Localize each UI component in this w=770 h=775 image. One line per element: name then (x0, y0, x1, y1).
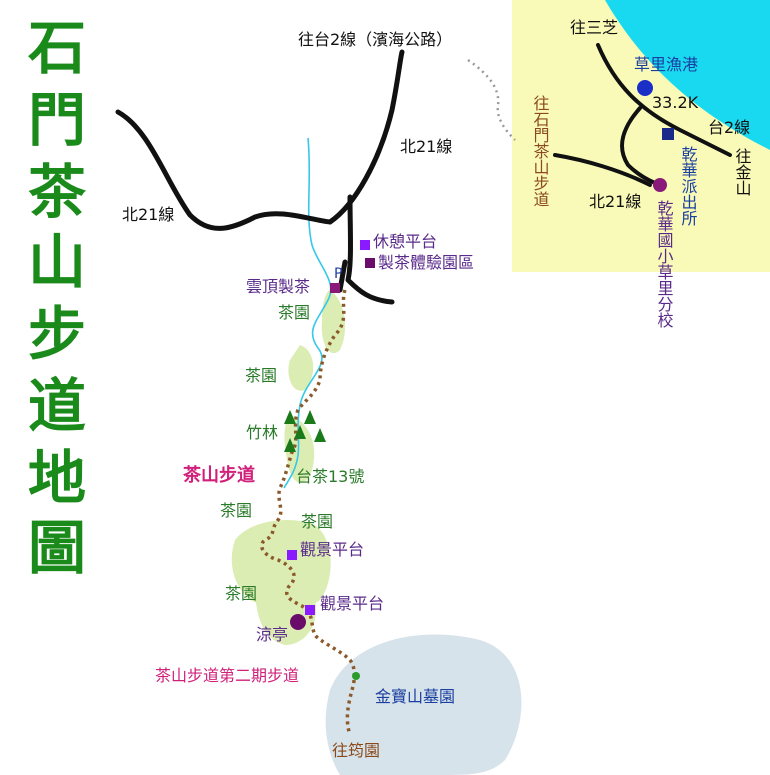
label-tea-garden-1: 茶園 (278, 303, 310, 322)
police-marker (662, 128, 674, 140)
title-char: 圖 (28, 514, 86, 582)
label-parking: P (334, 266, 342, 282)
label-caoli-port: 草里漁港 (634, 55, 698, 74)
title-char: 步 (28, 300, 86, 368)
label-cemetery: 金寶山墓園 (375, 687, 455, 706)
road-label-tai2: 台2線 (708, 118, 750, 137)
label-bamboo: 竹林 (246, 423, 278, 442)
title-char: 道 (28, 372, 86, 440)
label-viewing-platform-1: 觀景平台 (300, 540, 364, 559)
stream (283, 137, 332, 489)
map-title: 石 門 茶 山 步 道 地 圖 (28, 14, 87, 582)
inset-roads (553, 43, 732, 187)
label-viewing-platform-2: 觀景平台 (320, 594, 384, 613)
pavilion-marker (290, 614, 306, 630)
label-trailhead-phase2: 茶山步道第二期步道 (155, 666, 299, 685)
roads (115, 49, 405, 305)
viewing-platform-1-marker (287, 550, 297, 560)
title-char: 門 (28, 86, 86, 154)
road-label-bei21-left: 北21線 (122, 205, 174, 224)
label-tea-experience: 製茶體驗園區 (378, 253, 474, 272)
tea-experience-marker (365, 258, 375, 268)
trail-path (260, 289, 357, 736)
cemetery-area (325, 634, 522, 775)
label-tai-cha: 台茶13號 (296, 467, 364, 486)
label-school: 乾華國小草里分校 (655, 200, 674, 328)
rest-platform-marker (360, 240, 370, 250)
label-rest-platform: 休憩平台 (373, 232, 437, 251)
label-tea-garden-5: 茶園 (225, 584, 257, 603)
label-to-jinshan: 往金山 (733, 148, 752, 196)
school-marker (653, 178, 667, 192)
label-tea-garden-3: 茶園 (220, 501, 252, 520)
title-char: 山 (28, 228, 86, 296)
label-yunding-tea: 雲頂製茶 (246, 277, 310, 296)
yunding-tea-marker (330, 283, 340, 293)
trail-name-label: 茶山步道 (183, 464, 255, 486)
tea-garden-areas (231, 290, 346, 645)
coastal-connector (467, 58, 516, 141)
label-to-sanzhi: 往三芝 (570, 18, 618, 37)
sea-area (605, 0, 770, 150)
harbor-marker (637, 80, 653, 96)
road-label-bei21-inset: 北21線 (589, 192, 641, 211)
bamboo-trees (284, 410, 326, 452)
trail-junction-marker (352, 672, 360, 680)
label-police-station: 乾華派出所 (679, 146, 698, 226)
title-char: 茶 (28, 158, 87, 226)
label-tea-garden-4: 茶園 (301, 512, 333, 531)
road-label-bei21-top: 北21線 (400, 137, 452, 156)
title-char: 地 (28, 444, 86, 512)
label-pavilion: 涼亭 (256, 625, 288, 644)
label-tea-garden-2: 茶園 (245, 366, 277, 385)
viewing-platform-2-marker (305, 605, 315, 615)
label-to-yunyuan: 往筠園 (332, 741, 380, 760)
label-km: 33.2K (652, 93, 699, 112)
label-to-trail: 往石門茶山步道 (531, 95, 550, 207)
title-char: 石 (28, 14, 86, 82)
road-label-coastal: 往台2線（濱海公路） (298, 30, 452, 49)
